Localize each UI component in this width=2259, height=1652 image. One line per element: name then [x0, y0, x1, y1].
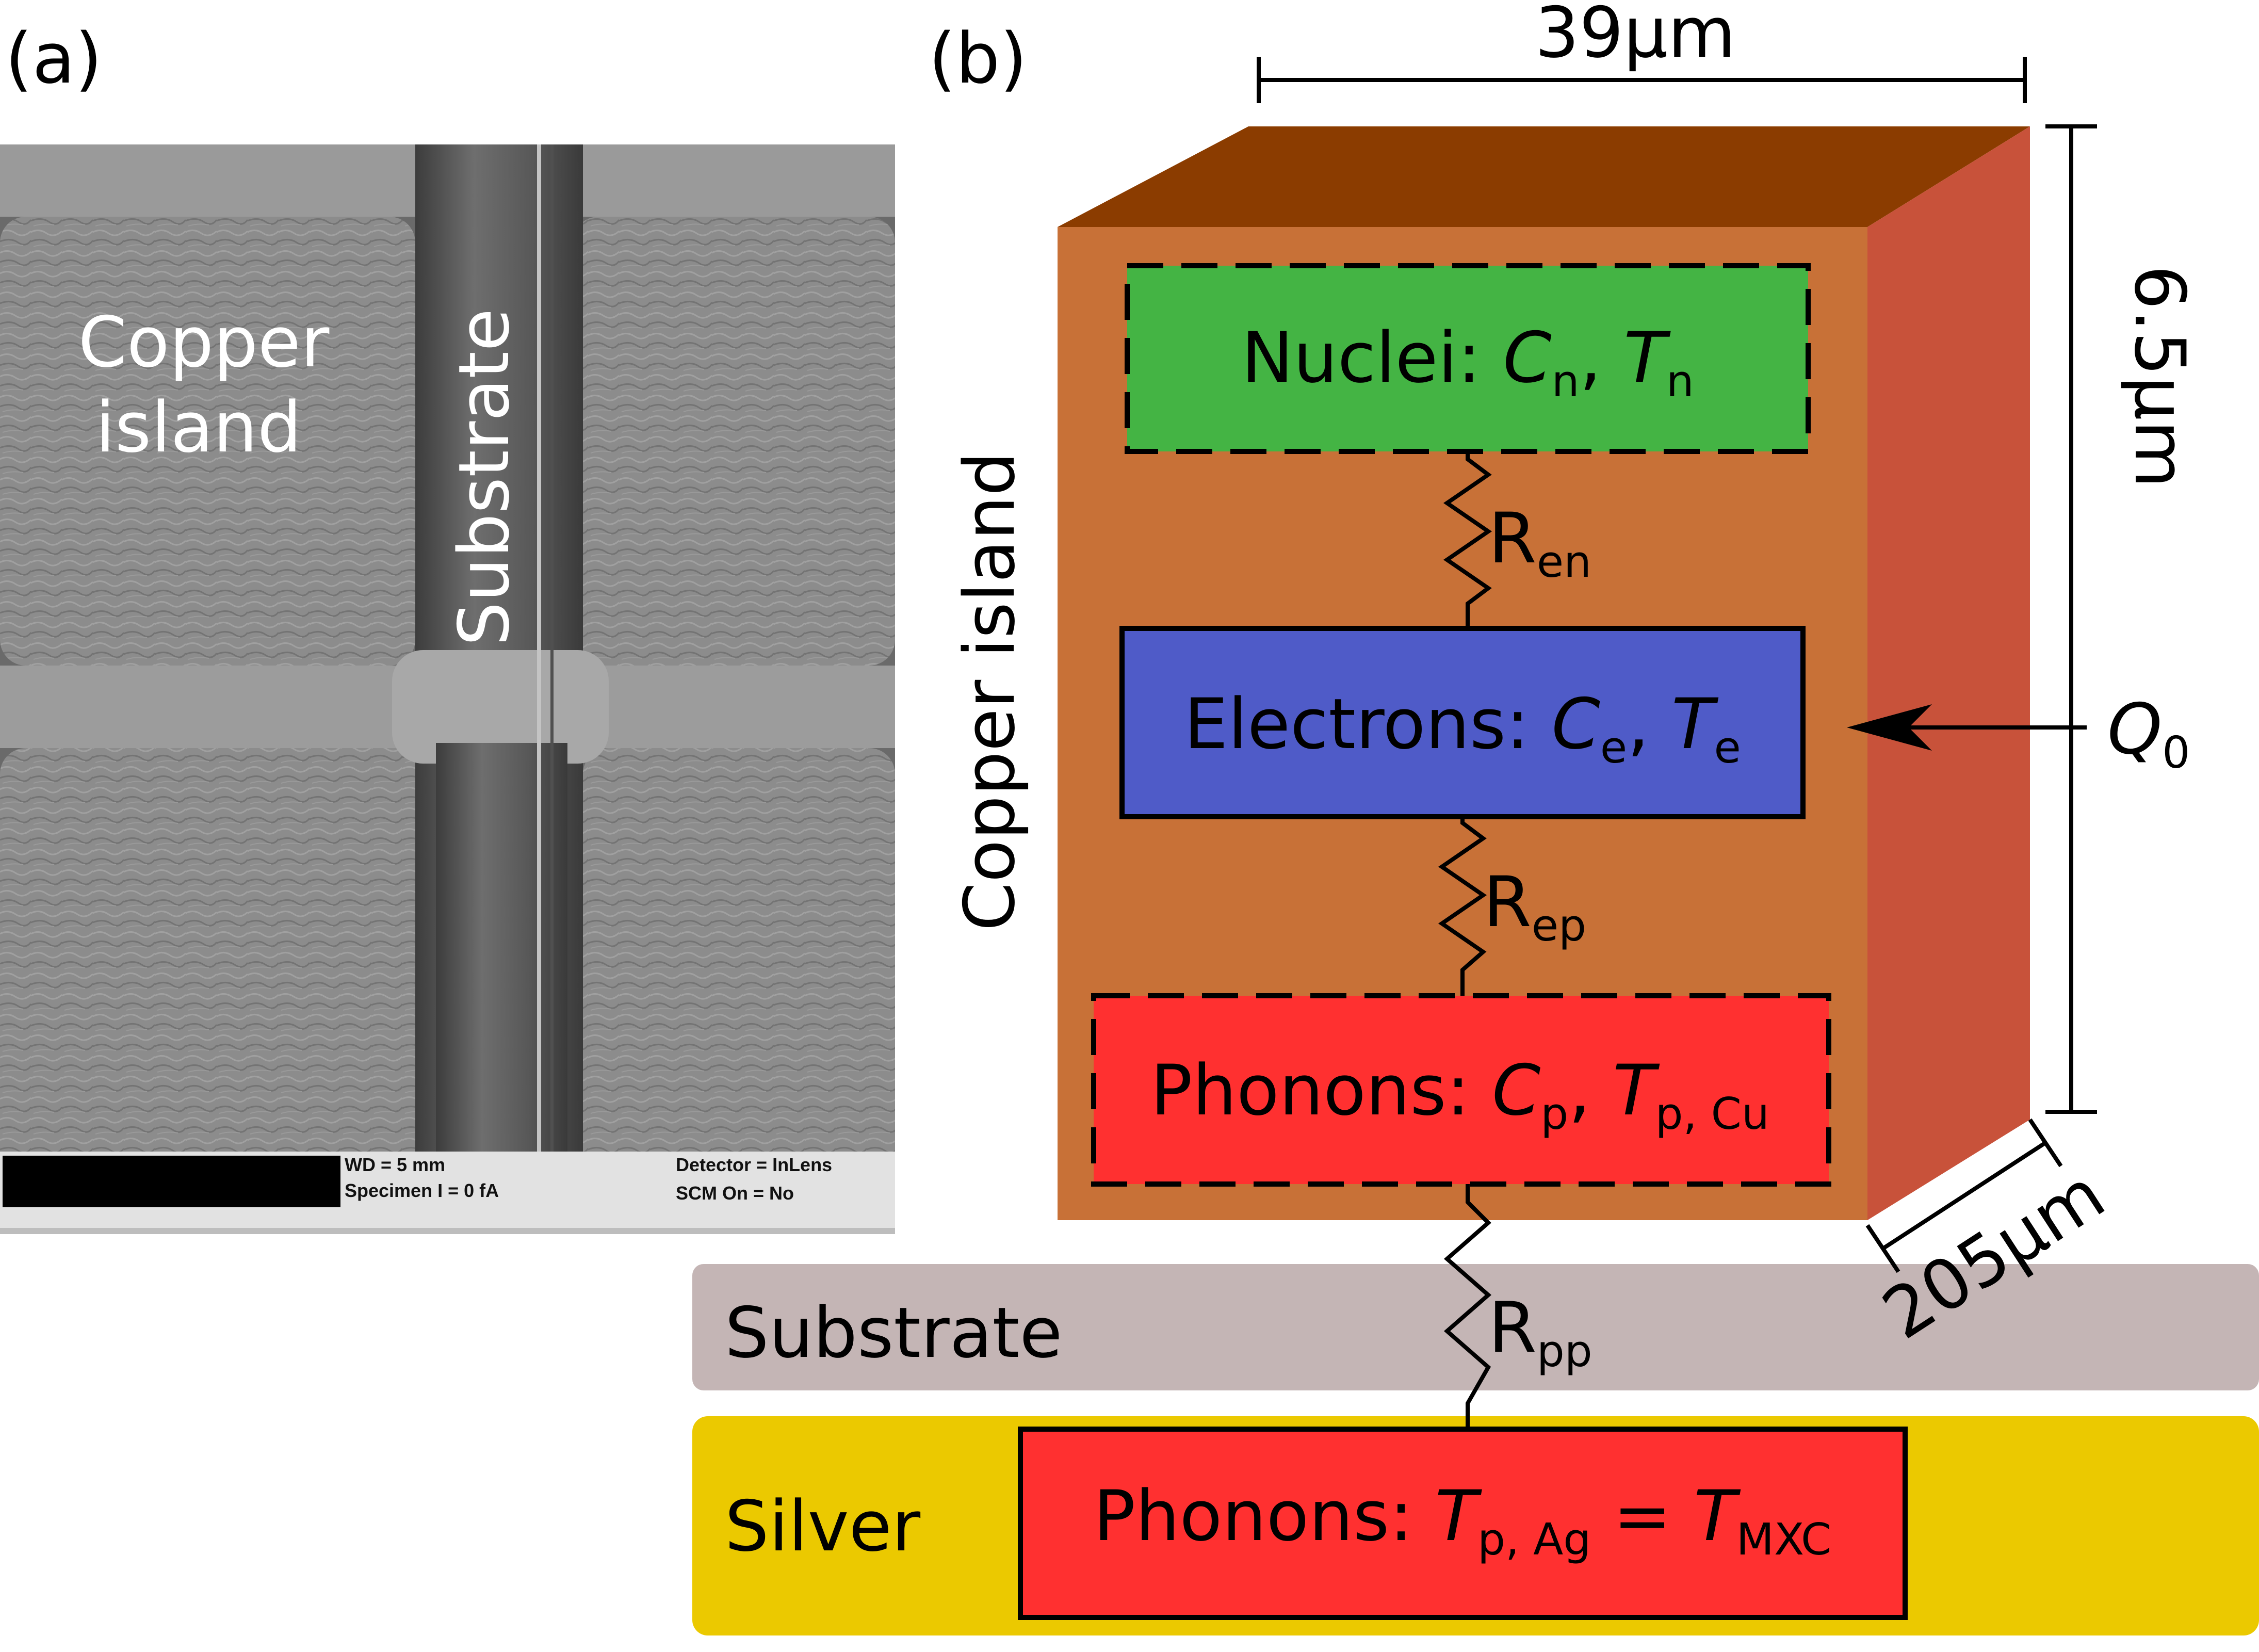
- resistor-pp: [1443, 1184, 1492, 1429]
- height-dimension: [2045, 124, 2097, 1114]
- phonons-cu-label: Phonons: Cp, Tp, Cu: [1150, 1050, 1769, 1140]
- width-dimension: [1257, 57, 2027, 103]
- sem-copper-island-top-left: [0, 217, 415, 666]
- sem-copper-island-bottom-right: [583, 748, 895, 1187]
- phonons-cu-box: [1091, 993, 1831, 1187]
- phonons-ag-label: Phonons: Tp, Ag = TMXC: [1094, 1476, 1832, 1565]
- r-en-label: Ren: [1488, 498, 1591, 588]
- sem-copper-island-top-right: [573, 217, 895, 666]
- r-pp-label: Rpp: [1488, 1287, 1592, 1377]
- sem-copper-label-line1: Copper: [78, 302, 330, 383]
- sem-wd: WD = 5 mm: [345, 1154, 445, 1175]
- silver-layer-label: Silver: [725, 1486, 921, 1567]
- r-ep-label: Rep: [1483, 862, 1586, 951]
- panel-b: (b) Substrate Silver Copper island Nucle…: [692, 0, 2259, 1635]
- copper-island-label: Copper island: [949, 451, 1030, 931]
- panel-b-label: (b): [929, 18, 1027, 99]
- depth-dimension: [1865, 1118, 2063, 1273]
- resistor-en: [1443, 451, 1492, 628]
- substrate-layer-label: Substrate: [725, 1292, 1062, 1373]
- sem-copper-label-line2: island: [95, 387, 301, 468]
- nuclei-box: [1125, 263, 1811, 454]
- heat-input-label: Q0: [2107, 689, 2190, 779]
- width-dimension-label: 39μm: [1535, 0, 1735, 73]
- phonons-ag-box: [1018, 1427, 1908, 1620]
- sem-detector: Detector = InLens: [676, 1154, 832, 1175]
- resistor-ep: [1438, 817, 1487, 996]
- copper-block-top: [1058, 126, 2030, 227]
- scale-bar: [3, 1156, 340, 1207]
- panel-a: (a) WD = 5 mm Specimen I = 0 fA: [0, 18, 895, 1234]
- heat-input-arrowhead: [1847, 704, 1932, 751]
- electrons-box: [1119, 626, 1806, 819]
- nuclei-label: Nuclei: Cn, Tn: [1241, 317, 1694, 407]
- sem-substrate-label: Substrate: [444, 309, 525, 646]
- sem-specimen: Specimen I = 0 fA: [345, 1180, 499, 1201]
- electrons-label: Electrons: Ce, Te: [1184, 684, 1741, 773]
- substrate-layer: [692, 1264, 2259, 1390]
- height-dimension-label: 6.5μm: [2119, 265, 2200, 488]
- sem-scm: SCM On = No: [676, 1183, 794, 1204]
- copper-block-side: [1867, 126, 2030, 1220]
- sem-image: WD = 5 mm Specimen I = 0 fA Detector = I…: [0, 144, 895, 1234]
- sem-copper-island-bottom-left: [0, 748, 433, 1187]
- panel-a-label: (a): [5, 18, 102, 99]
